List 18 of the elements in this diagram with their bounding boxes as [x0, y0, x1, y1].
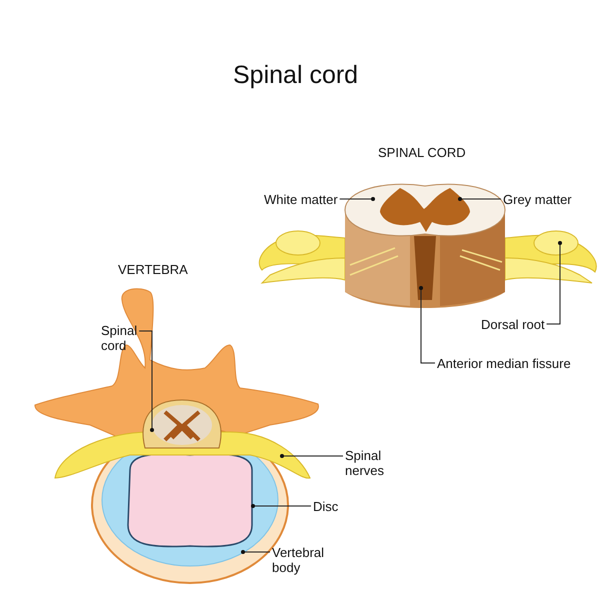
callout-label: Spinal cord [101, 323, 149, 353]
callout-label: Spinal nerves [345, 448, 397, 478]
leader-line [458, 197, 502, 201]
callout-label: Dorsal root [481, 317, 561, 332]
leader-line [419, 286, 436, 364]
leader-line [251, 504, 312, 508]
title: Spinal cord [233, 60, 358, 90]
callout-label: Disc [313, 499, 353, 514]
callout-label: Vertebral body [272, 545, 332, 575]
heading-label: SPINAL CORD [378, 145, 466, 160]
leader-line [138, 330, 154, 432]
callout-label: Grey matter [503, 192, 583, 207]
callout-label: Anterior median fissure [437, 356, 597, 371]
leader-line [280, 454, 344, 458]
heading-label: VERTEBRA [118, 262, 188, 277]
callout-label: White matter [264, 192, 344, 207]
leader-line [339, 197, 375, 201]
leader-line [546, 241, 562, 324]
